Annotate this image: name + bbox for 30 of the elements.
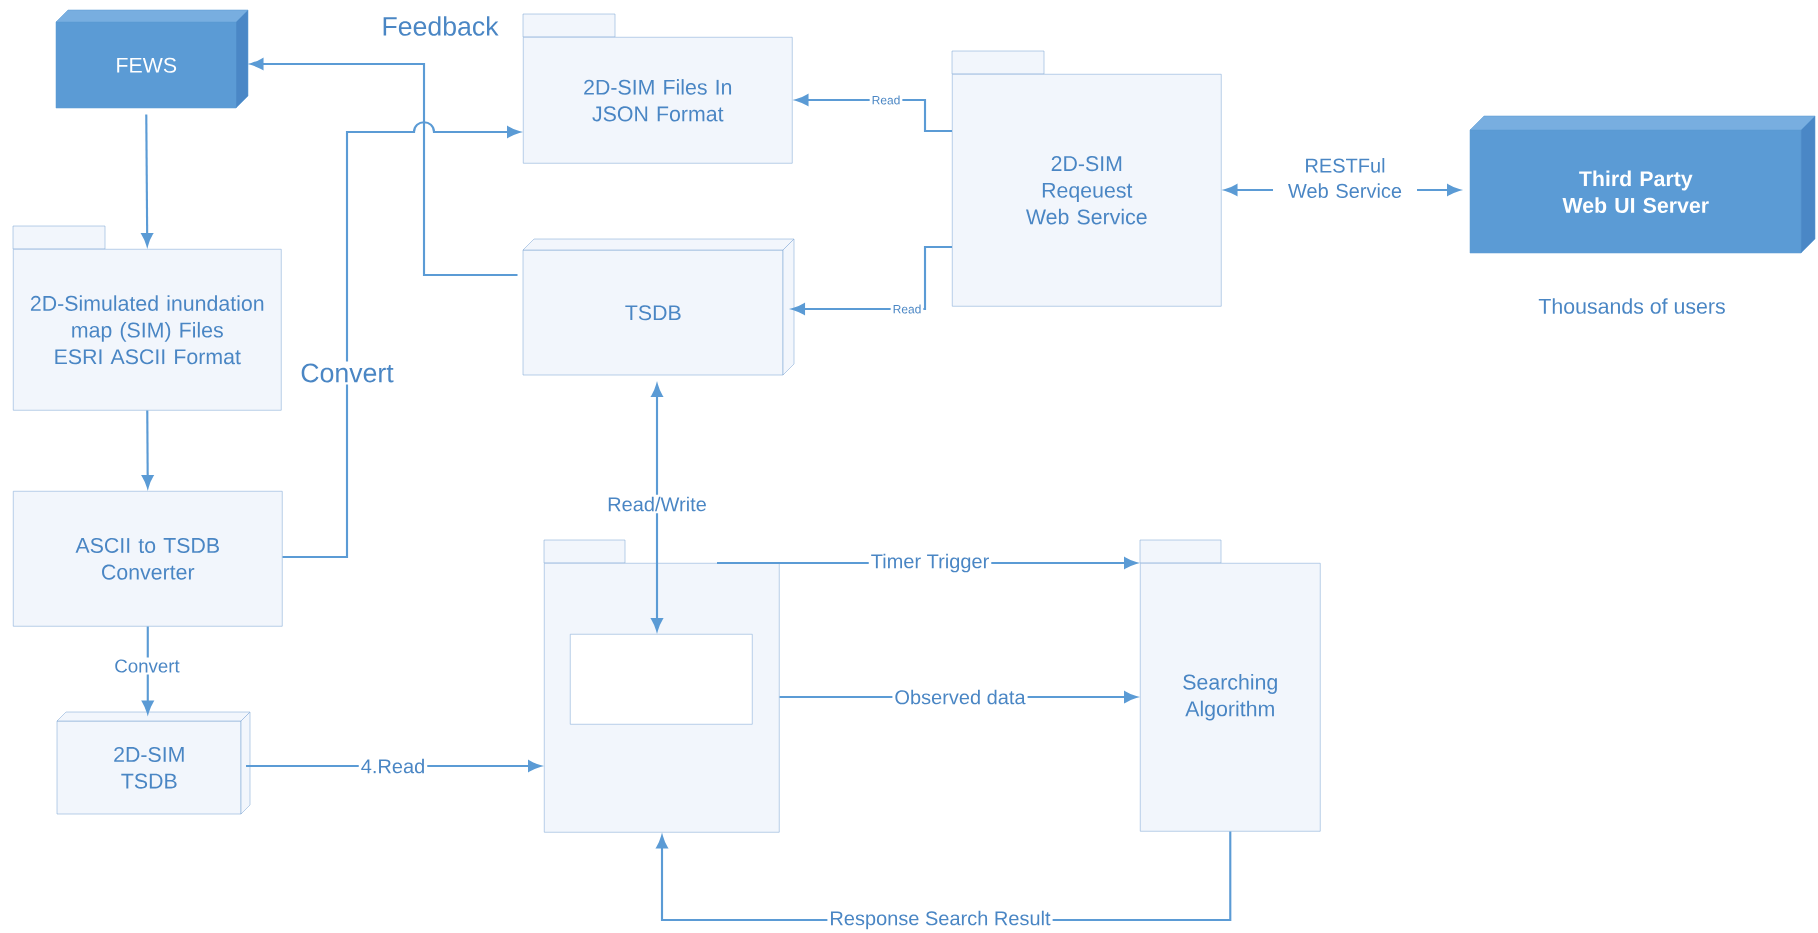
- caption-text: Thousands of users: [1538, 298, 1725, 314]
- cube-box: 2D-SIM TSDB: [56, 711, 251, 815]
- arrow: [141, 114, 153, 247]
- box: [570, 634, 753, 725]
- edge-label: Read: [869, 93, 903, 107]
- cube-box: Third Party Web UI Server: [1469, 115, 1816, 254]
- arrow: [250, 58, 518, 277]
- arrow: [142, 626, 154, 714]
- process-box: ASCII to TSDB Converter: [13, 491, 283, 627]
- package-box: 2D-Simulated inundation map (SIM) Files ESRI ASCII Format: [12, 225, 282, 411]
- edge-label: Feedback: [379, 14, 501, 38]
- package-box: Searching Algorithm: [1139, 539, 1321, 832]
- arrow: [651, 383, 663, 632]
- arrow: [795, 94, 952, 133]
- edge-label: 4.Read: [358, 756, 428, 776]
- arrow: [141, 410, 154, 489]
- edge-label: Convert: [298, 361, 396, 385]
- edge-label: RESTFul Web Service: [1273, 156, 1417, 200]
- edge-label: Timer Trigger: [868, 551, 992, 575]
- edge-label: Observed data: [892, 687, 1028, 707]
- cube-box: TSDB: [522, 238, 795, 376]
- arrow: [282, 121, 521, 559]
- package-box: 2D-SIM Reqeuest Web Service: [951, 50, 1222, 307]
- edge-label: Response Search Result: [827, 908, 1053, 932]
- cube-box: FEWS: [55, 9, 249, 109]
- edge-label: Convert: [112, 657, 182, 675]
- edge-label: Read/Write: [605, 494, 709, 514]
- package-box: 2D-SIM Files In JSON Format: [522, 13, 793, 164]
- edge-label: Read: [890, 302, 924, 316]
- arrow: [791, 245, 952, 315]
